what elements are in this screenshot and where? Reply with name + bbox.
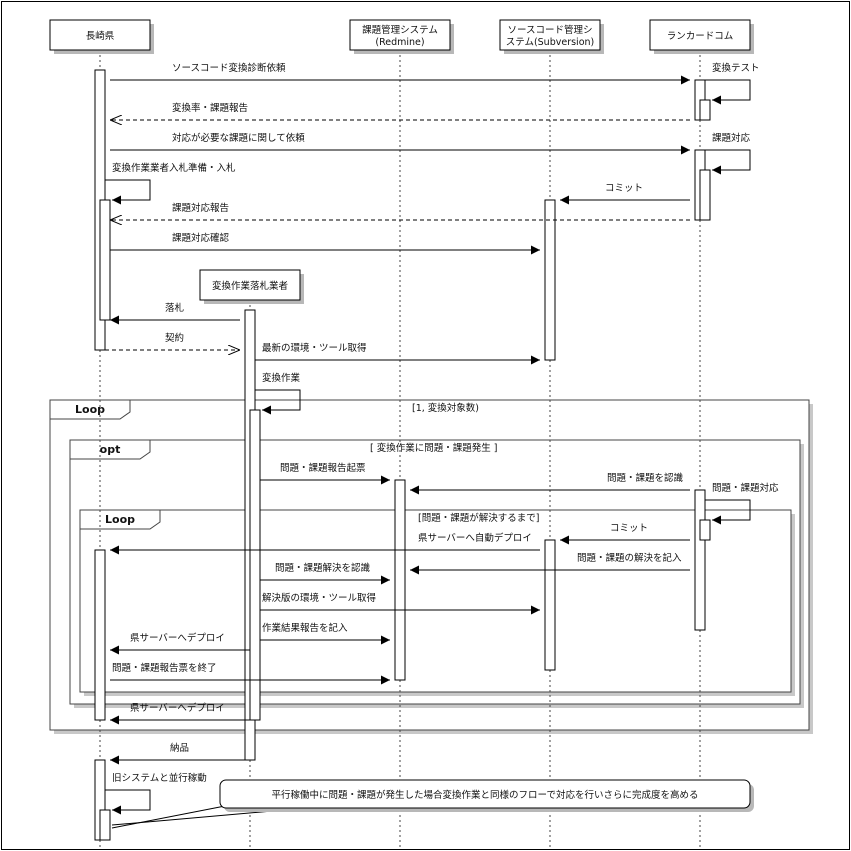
frame-loop-inner: Loop [問題・課題が解決するまで]	[79, 509, 795, 696]
note-text: 平行稼働中に問題・課題が発生した場合変換作業と同様のフローで対応を行いさらに完成…	[272, 789, 699, 801]
activation-bar	[94, 549, 106, 721]
participant-label-line2: ステム(Subversion)	[506, 37, 595, 48]
participant-nagasaki: 長崎県	[49, 19, 154, 54]
message-label: 問題・課題対応	[712, 482, 779, 494]
activation-bar	[544, 199, 556, 361]
message-label: 問題・課題報告起票	[280, 462, 366, 474]
message-label: 作業結果報告を記入	[262, 622, 348, 634]
message-label: 納品	[170, 742, 189, 754]
message-label: 課題対応報告	[172, 202, 229, 214]
message-label: 問題・課題解決を認識	[275, 562, 371, 574]
participant-lancard: ランカードコム	[649, 19, 754, 54]
message-label: 県サーバーへデプロイ	[130, 702, 225, 714]
message-arrow	[105, 179, 151, 205]
participant-label: ランカードコム	[667, 31, 734, 42]
message-arrow	[255, 389, 301, 415]
message-label: 旧システムと並行稼動	[112, 772, 207, 784]
participant-svn: ソースコード管理シ ステム(Subversion)	[499, 19, 604, 54]
message-label: コミット	[610, 523, 648, 534]
activation-bar	[699, 519, 711, 541]
message-arrow	[705, 499, 751, 525]
message-label: 最新の環境・ツール取得	[262, 342, 367, 354]
participant-label-line2: (Redmine)	[375, 37, 424, 48]
messages	[105, 75, 751, 815]
message-arrow	[105, 789, 151, 815]
message-label: 変換率・課題報告	[172, 102, 248, 114]
message-label: 問題・課題報告票を終了	[112, 662, 217, 674]
message-labels: ソースコード変換診断依頼 変換テスト 変換率・課題報告 対応が必要な課題に関して…	[112, 62, 779, 784]
frame-tag: opt	[100, 443, 121, 456]
message-label: 落札	[165, 302, 185, 314]
frame-tag: Loop	[75, 403, 105, 416]
activation-bar	[544, 539, 556, 671]
message-label: 変換テスト	[712, 62, 760, 74]
activation-bar	[99, 199, 111, 321]
frame-guard: [問題・課題が解決するまで]	[418, 512, 539, 524]
participant-label: ソースコード管理シ	[507, 24, 592, 36]
frame-guard: [1, 変換対象数)	[412, 402, 479, 414]
activation-bar	[99, 809, 111, 841]
frame-guard: [ 変換作業に問題・課題発生 ]	[370, 442, 497, 454]
message-label: 問題・課題を認識	[607, 472, 684, 484]
activation-bar	[694, 489, 706, 631]
note-connector	[111, 805, 226, 829]
message-arrow	[705, 79, 751, 105]
activation-bar	[394, 479, 406, 681]
participant-label: 長崎県	[86, 30, 115, 42]
participant-label: 変換作業落札業者	[212, 280, 288, 292]
message-label: 解決版の環境・ツール取得	[262, 592, 377, 604]
activation-bar	[249, 409, 261, 721]
message-label: 変換作業	[262, 372, 301, 384]
message-arrow	[705, 149, 751, 175]
activation-bar	[699, 99, 711, 121]
message-label: ソースコード変換診断依頼	[172, 62, 286, 74]
message-label: 課題対応確認	[172, 232, 230, 244]
frame-tag: Loop	[105, 513, 135, 526]
message-label: 対応が必要な課題に関して依頼	[172, 132, 305, 144]
message-label: 問題・課題の解決を記入	[577, 552, 682, 564]
message-label: 県サーバーへデプロイ	[130, 632, 225, 644]
participant-redmine: 課題管理システム (Redmine)	[349, 19, 454, 54]
activation-bar	[699, 169, 711, 221]
message-label: 課題対応	[712, 132, 751, 144]
participant-contractor: 変換作業落札業者	[199, 269, 304, 304]
activations	[94, 69, 711, 841]
note: 平行稼働中に問題・課題が発生した場合変換作業と同様のフローで対応を行いさらに完成…	[111, 779, 754, 829]
message-label: 契約	[165, 332, 184, 344]
message-label: 県サーバーへ自動デプロイ	[418, 532, 532, 544]
participant-label: 課題管理システム	[362, 24, 438, 36]
message-label: 変換作業業者入札準備・入札	[112, 162, 236, 174]
message-label: コミット	[605, 183, 643, 194]
